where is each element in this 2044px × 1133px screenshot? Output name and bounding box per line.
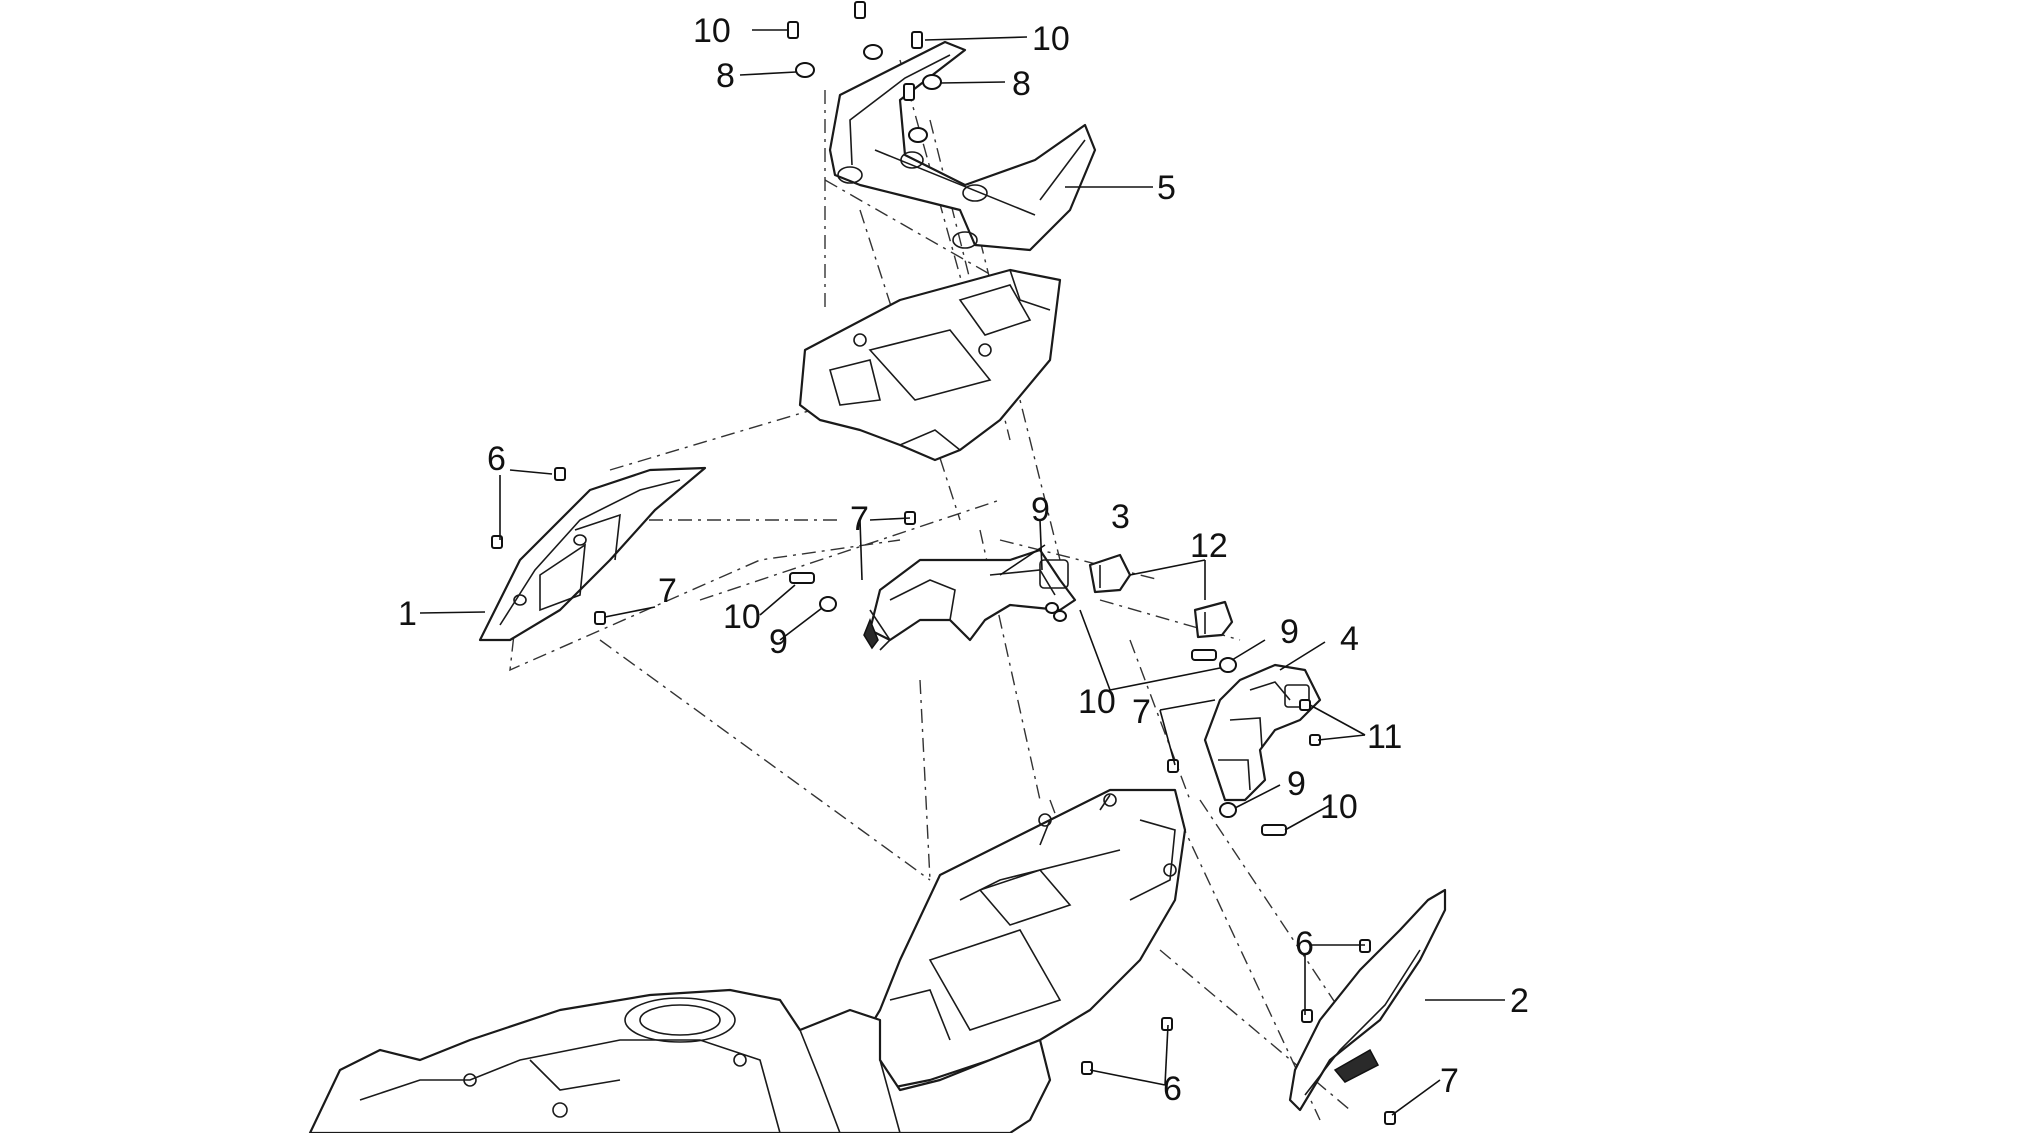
callout-3: 3 xyxy=(1111,498,1130,536)
right-side-panel-part-2 xyxy=(1288,888,1447,1112)
callout-10: 10 xyxy=(1032,20,1070,58)
callout-7: 7 xyxy=(850,500,869,538)
leader-lines xyxy=(419,29,1505,1116)
callout-6: 6 xyxy=(487,440,506,478)
left-side-panel-part-1 xyxy=(478,466,707,642)
callout-8: 8 xyxy=(716,57,735,95)
callout-labels: 10 8 10 8 5 6 1 7 7 10 9 9 3 12 9 4 10 7… xyxy=(398,12,1529,1108)
callout-5: 5 xyxy=(1157,169,1176,207)
fasteners xyxy=(491,1,1396,1125)
fuel-tank-bodywork xyxy=(308,988,1052,1133)
callout-10: 10 xyxy=(1078,683,1116,721)
callout-10: 10 xyxy=(723,598,761,636)
plate-bracket-part-4 xyxy=(1203,663,1322,802)
rear-frame-assembly xyxy=(848,788,1187,1092)
callout-9: 9 xyxy=(1287,765,1306,803)
callout-10: 10 xyxy=(1320,788,1358,826)
callout-6: 6 xyxy=(1295,925,1314,963)
rear-bracket-part-3 xyxy=(863,548,1077,651)
callout-8: 8 xyxy=(1012,65,1031,103)
callout-10: 10 xyxy=(693,12,731,50)
callout-2: 2 xyxy=(1510,982,1529,1020)
callout-1: 1 xyxy=(398,595,417,633)
callout-12: 12 xyxy=(1190,527,1228,565)
callout-7: 7 xyxy=(658,572,677,610)
callout-9: 9 xyxy=(1280,613,1299,651)
callout-9: 9 xyxy=(1031,491,1050,529)
callout-7: 7 xyxy=(1132,693,1151,731)
rubber-blocks-part-12 xyxy=(1088,553,1234,639)
callout-6: 6 xyxy=(1163,1070,1182,1108)
callout-11: 11 xyxy=(1367,718,1402,756)
seat-under-tray xyxy=(798,268,1062,462)
callout-4: 4 xyxy=(1340,620,1359,658)
callout-9: 9 xyxy=(769,623,788,661)
callout-7: 7 xyxy=(1440,1062,1459,1100)
grab-handle-part-5 xyxy=(828,40,1097,252)
